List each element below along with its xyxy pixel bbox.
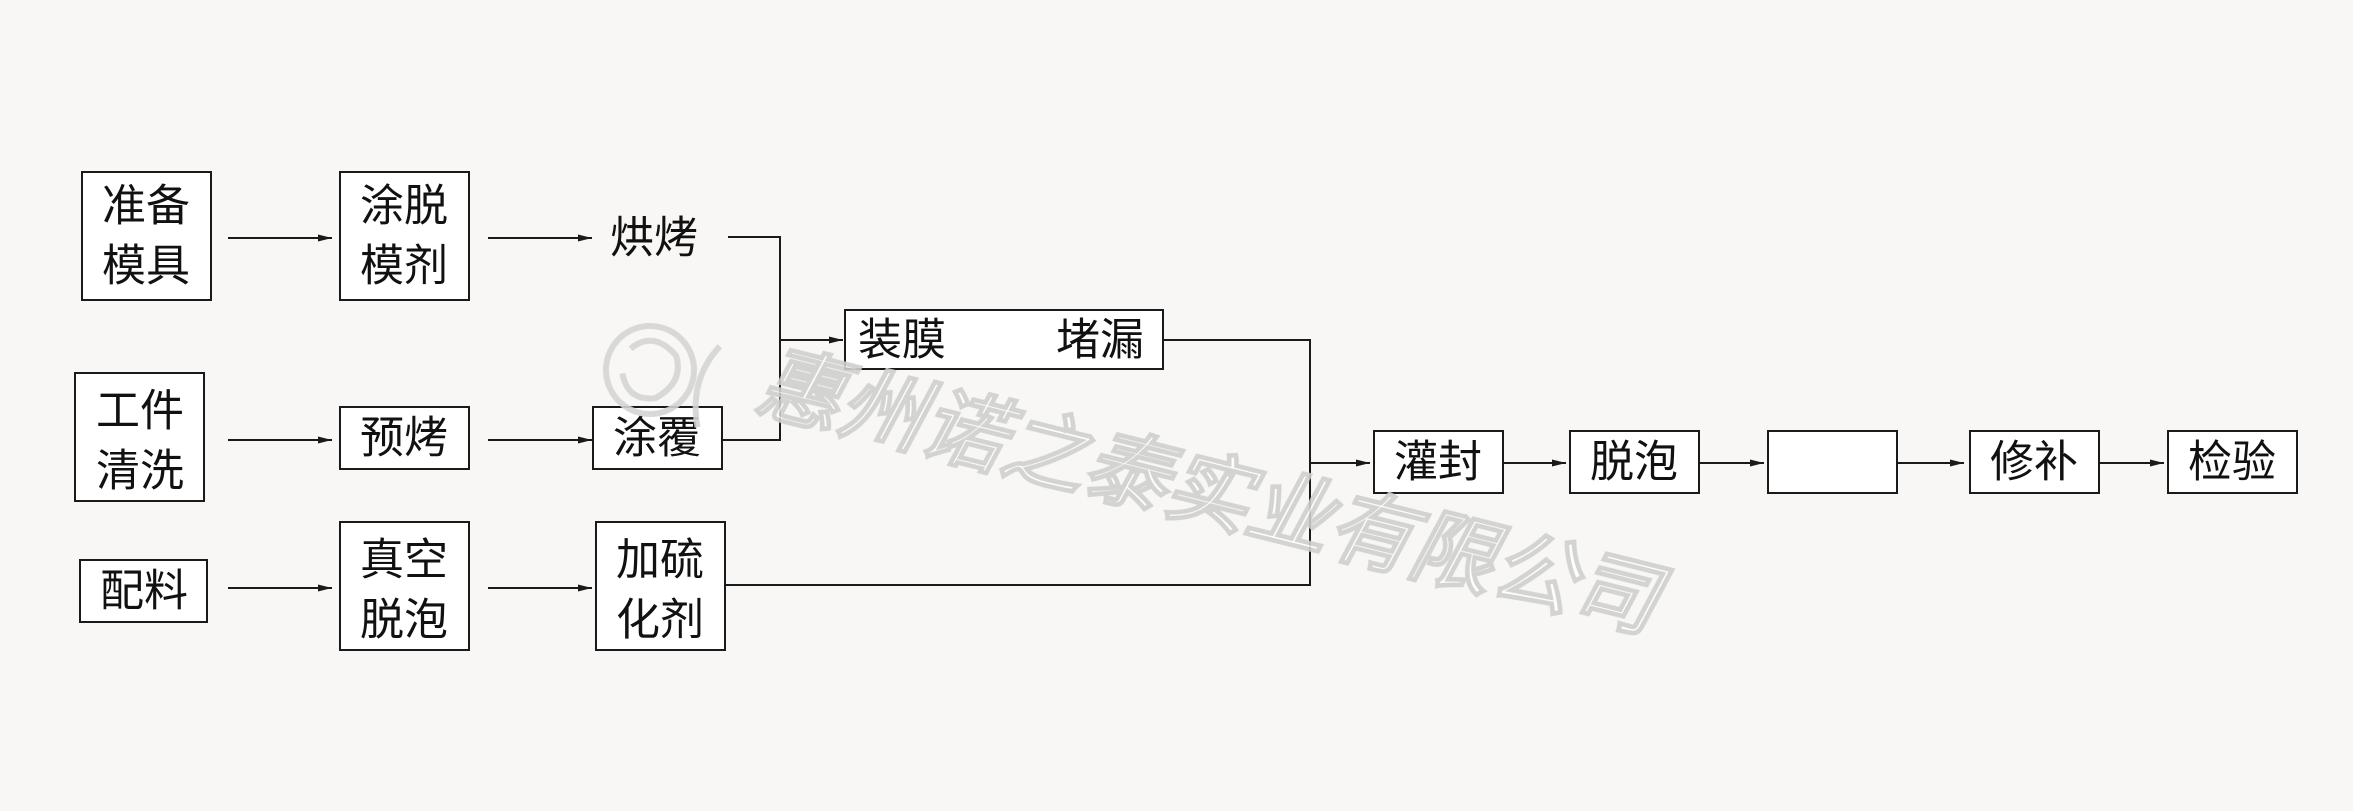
node-pour-box [1373, 430, 1504, 494]
watermark-logo-icon [603, 323, 723, 428]
node-inspect: 检验 [2167, 430, 2298, 494]
node-prep-mold-line-2: 模具 [102, 241, 190, 292]
node-repair-line-1: 修补 [1990, 437, 2078, 488]
node-assemble: 装膜 堵漏 [844, 309, 1164, 370]
node-pour: 灌封 [1373, 430, 1504, 494]
node-coat-cover-box [592, 406, 723, 470]
node-repair: 修补 [1969, 430, 2100, 494]
node-coat-release-line-2: 模剂 [360, 241, 448, 292]
node-coat-cover: 涂覆 [592, 406, 723, 470]
node-inspect-line-1: 检验 [2188, 437, 2276, 488]
node-mix-line-1: 配料 [100, 566, 188, 617]
node-prep-mold-line-1: 准备 [102, 181, 190, 232]
node-assemble-line-right: 堵漏 [1056, 315, 1144, 366]
node-inspect-box [2167, 430, 2298, 494]
connector-bake-to-assemble [728, 236, 781, 340]
node-curing-box [595, 521, 726, 651]
node-clean: 工件 清洗 [74, 372, 205, 502]
node-curing-line-2: 化剂 [616, 595, 704, 646]
node-assemble-box [844, 309, 1164, 370]
node-prebake: 预烤 [339, 406, 470, 470]
node-clean-line-2: 清洗 [96, 446, 184, 497]
node-pour-line-1: 灌封 [1394, 437, 1482, 488]
connector-assemble-to-merge [1164, 339, 1311, 463]
node-curing: 加硫 化剂 [595, 521, 726, 651]
nodes: 准备 模具 涂脱 模剂 烘烤 工件 清洗 预烤 涂覆 [74, 171, 2298, 651]
node-defoam: 脱泡 [1569, 430, 1700, 494]
node-bake-line-1: 烘烤 [610, 213, 698, 264]
node-coat-cover-line-1: 涂覆 [613, 413, 701, 464]
node-blank-box [1767, 430, 1898, 494]
node-prep-mold: 准备 模具 [81, 171, 212, 301]
node-prebake-box [339, 406, 470, 470]
node-assemble-line-left: 装膜 [858, 315, 946, 366]
node-clean-box [74, 372, 205, 502]
connector-coat-cover-to-assemble [722, 340, 781, 441]
node-defoam-line-1: 脱泡 [1590, 437, 1678, 488]
node-vacuum-box [339, 521, 470, 651]
node-coat-release-box [339, 171, 470, 301]
node-vacuum: 真空 脱泡 [339, 521, 470, 651]
node-defoam-box [1569, 430, 1700, 494]
watermark-company-text: 惠州诺之泰实业有限公司 [748, 332, 1677, 653]
connector-curing-to-merge [726, 463, 1311, 586]
node-coat-release: 涂脱 模剂 [339, 171, 470, 301]
node-clean-line-1: 工件 [96, 386, 184, 437]
node-curing-line-1: 加硫 [616, 535, 704, 586]
node-vacuum-line-1: 真空 [360, 535, 448, 586]
node-repair-box [1969, 430, 2100, 494]
node-bake: 烘烤 [610, 213, 698, 264]
node-blank [1767, 430, 1898, 494]
node-coat-release-line-1: 涂脱 [360, 181, 448, 232]
node-prep-mold-box [81, 171, 212, 301]
node-prebake-line-1: 预烤 [360, 413, 448, 464]
node-mix: 配料 [79, 559, 208, 623]
node-mix-box [79, 559, 208, 623]
node-vacuum-line-2: 脱泡 [360, 595, 448, 646]
connectors [228, 234, 2164, 592]
